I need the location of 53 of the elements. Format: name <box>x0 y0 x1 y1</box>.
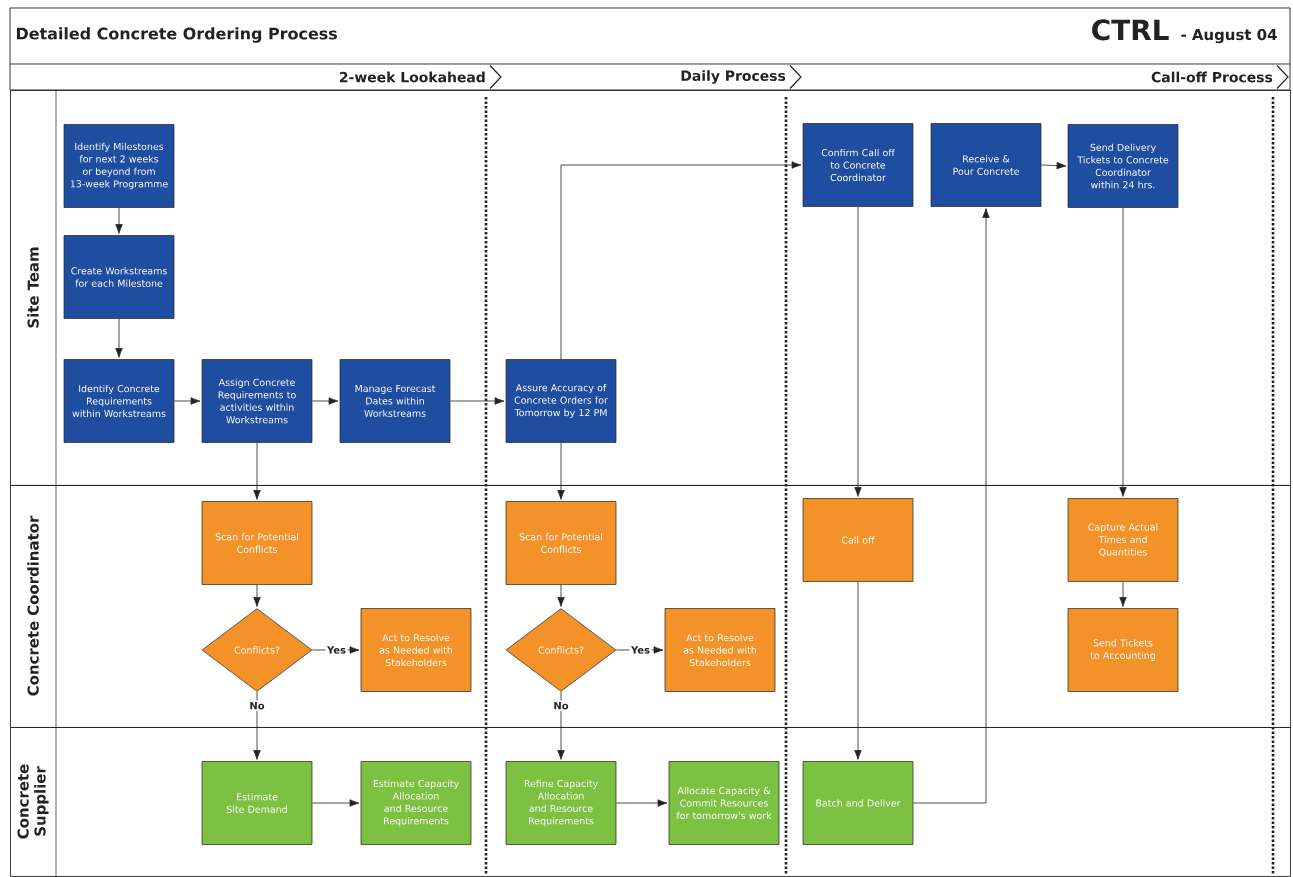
arrow <box>253 691 261 760</box>
process-box: Identify Milestones for next 2 weeks or beyond from 13-week Programme <box>63 124 175 208</box>
arrow <box>173 397 201 405</box>
process-box: Receive & Pour Concrete <box>930 123 1042 207</box>
process-box: Batch and Deliver <box>802 761 914 845</box>
arrow <box>311 646 360 654</box>
edge-label: Yes <box>630 646 650 654</box>
process-box: Assure Accuracy of Concrete Orders for Tomorrow by 12 PM <box>505 359 617 443</box>
phase-chevron: Call-off Process <box>1151 64 1289 90</box>
arrow <box>854 206 862 497</box>
project-code: CTRL <box>1092 19 1169 41</box>
process-box: Act to Resolve as Needed with Stakeholders <box>664 608 776 692</box>
process-box: Allocate Capacity & Commit Resources for tomorrow's work <box>668 761 780 845</box>
process-box: Estimate Capacity Allocation and Resource Requirements <box>360 761 472 845</box>
arrow <box>615 799 668 807</box>
process-box: Estimate Site Demand <box>201 761 313 845</box>
arrow <box>253 584 261 607</box>
date-label: - August 04 <box>1181 28 1277 44</box>
arrow <box>557 584 565 607</box>
edge-label: Yes <box>326 646 346 654</box>
process-box: Scan for Potential Conflicts <box>505 501 617 585</box>
process-box: Identify Concrete Requirements within Workstreams <box>63 359 175 443</box>
arrow <box>115 318 123 358</box>
arrow <box>115 207 123 234</box>
process-box: Call off <box>802 498 914 582</box>
process-box: Send Tickets to Accounting <box>1067 608 1179 692</box>
phase-chevron: 2-week Lookahead <box>339 64 502 90</box>
process-box: Create Workstreams for each Milestone <box>63 235 175 319</box>
arrow <box>912 208 990 804</box>
arrow <box>311 397 339 405</box>
arrow <box>1119 207 1127 497</box>
arrow <box>1119 581 1127 607</box>
title: Detailed Concrete Ordering Process <box>17 27 337 43</box>
process-box: Confirm Call off to Concrete Coordinator <box>802 123 914 207</box>
process-box: Assign Concrete Requirements to activities within Workstreams <box>201 359 313 443</box>
phase-chevron: Daily Process <box>681 64 802 90</box>
edge-label: No <box>250 702 265 710</box>
arrow <box>557 691 565 760</box>
arrow <box>449 397 505 405</box>
arrow <box>557 442 565 500</box>
arrow <box>1040 161 1067 170</box>
edge-label: No <box>554 702 569 710</box>
arrow <box>311 799 360 807</box>
arrow <box>854 581 862 760</box>
arrow <box>253 442 261 500</box>
process-box: Manage Forecast Dates within Workstreams <box>339 359 451 443</box>
arrow <box>615 646 664 654</box>
process-box: Capture Actual Times and Quantities <box>1067 498 1179 582</box>
process-box: Refine Capacity Allocation and Resource Requirements <box>505 761 617 845</box>
arrow <box>560 161 802 360</box>
process-box: Send Delivery Tickets to Concrete Coordinator within 24 hrs. <box>1067 124 1179 208</box>
process-box: Act to Resolve as Needed with Stakeholders <box>360 608 472 692</box>
process-box: Scan for Potential Conflicts <box>201 501 313 585</box>
